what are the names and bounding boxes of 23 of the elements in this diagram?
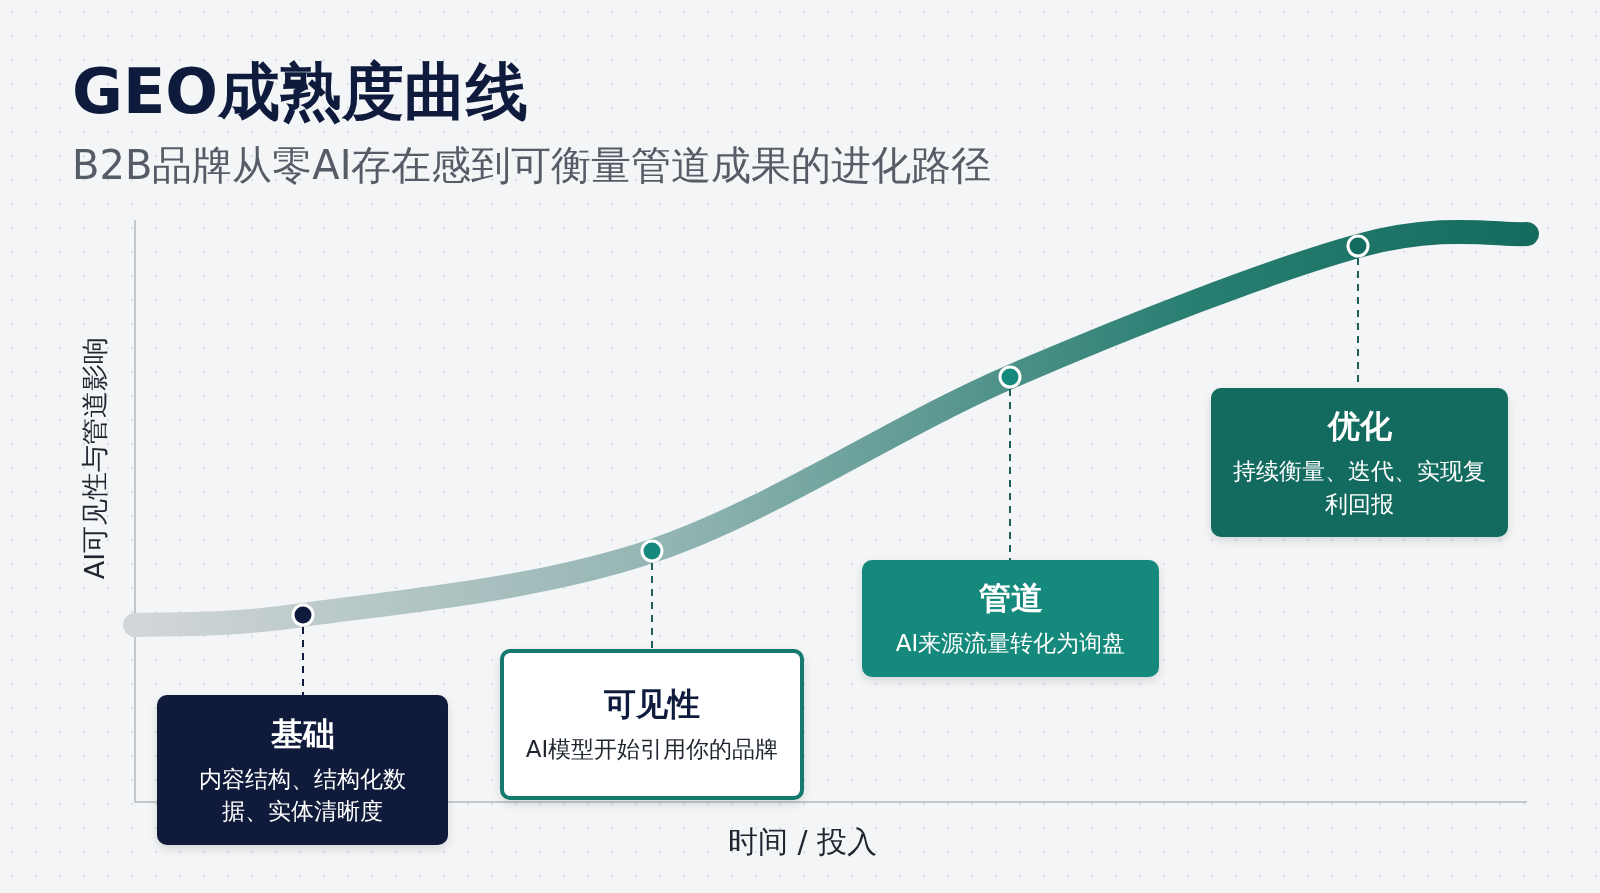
stage-title: 优化 <box>1327 406 1392 448</box>
stage-description: 内容结构、结构化数据、实体清晰度 <box>198 764 407 826</box>
stage-card <box>157 695 448 845</box>
stage-card <box>1211 388 1508 537</box>
leader-line <box>1009 388 1011 561</box>
stage-title: 管道 <box>978 578 1043 620</box>
x-axis-label: 时间 / 投入 <box>728 823 878 861</box>
stage-card <box>862 560 1159 677</box>
stage-card <box>500 649 804 800</box>
title: GEO成熟度曲线 <box>72 54 528 130</box>
leader-line <box>651 562 653 650</box>
leader-line <box>302 626 304 696</box>
curve-marker <box>291 603 315 627</box>
stage-title: 基础 <box>270 713 335 755</box>
curve-marker <box>640 539 664 563</box>
curve-marker <box>998 365 1022 389</box>
stage-title: 可见性 <box>604 684 700 726</box>
curve-marker <box>1346 234 1370 258</box>
stage-description: 持续衡量、迭代、实现复利回报 <box>1233 457 1486 519</box>
subtitle: B2B品牌从零AI存在感到可衡量管道成果的进化路径 <box>72 141 992 190</box>
stage-description: AI模型开始引用你的品牌 <box>525 735 779 765</box>
stage-description: AI来源流量转化为询盘 <box>895 629 1126 659</box>
y-axis-label: AI可见性与管道影响 <box>78 335 111 582</box>
